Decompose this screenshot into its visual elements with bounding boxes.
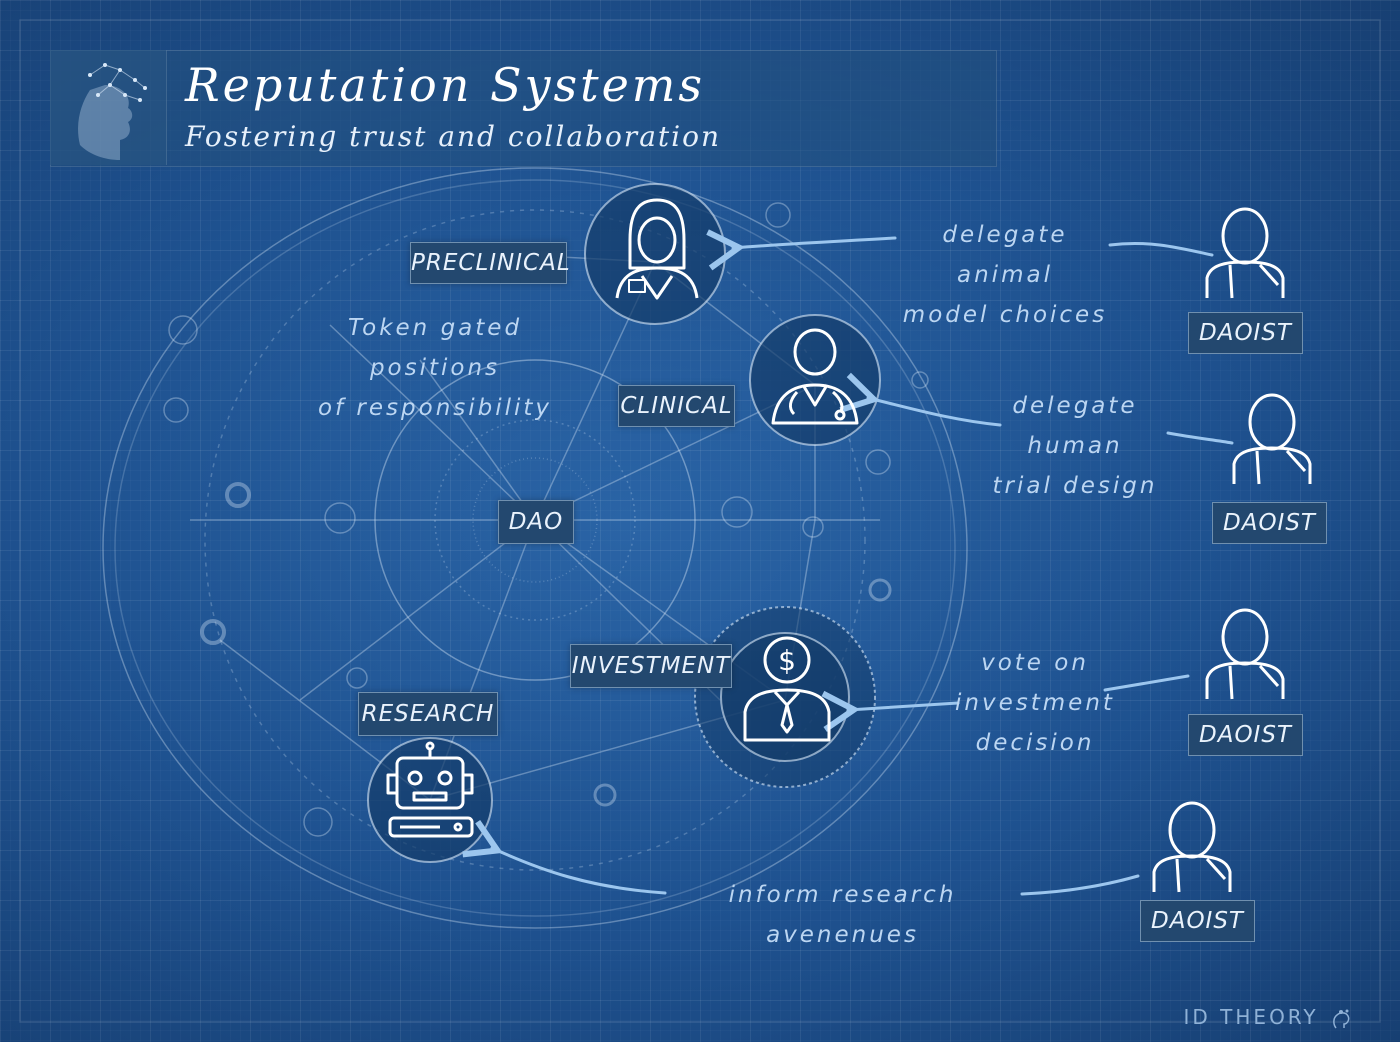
head-network-icon [78,63,147,160]
human-note-line2: trial design [992,473,1158,499]
human-trial-note: delegate human trial design [970,386,1180,506]
brain-head-logo [50,50,167,165]
daoist-person-icon [1205,207,1285,299]
daoist-label: DAOIST [1188,714,1303,756]
doctor-icon [771,328,859,425]
animal-note-line1: delegate animal [942,222,1068,288]
human-note-line1: delegate human [1012,393,1138,459]
daoist-person-icon [1205,608,1285,700]
node-label-dao: DAO [498,500,574,544]
token-note-line1: Token gated positions [347,315,523,381]
vote-note-line2: investment [955,690,1115,716]
investor-icon: $ [743,636,831,742]
node-label-investment: INVESTMENT [570,644,732,688]
page-subtitle: Fostering trust and collaboration [185,120,721,153]
inform-research-note: inform research avenenues [728,882,957,948]
animal-model-note: delegate animal model choices [895,215,1115,335]
animal-note-line2: model choices [902,302,1108,328]
node-label-clinical: CLINICAL [618,385,735,427]
token-note-line2: of responsibility [317,395,553,421]
robot-icon [386,741,474,838]
node-label-preclinical: PRECLINICAL [410,242,570,284]
daoist-label: DAOIST [1212,502,1327,544]
daoist-label: DAOIST [1140,900,1255,942]
scientist-woman-icon [615,198,699,300]
daoist-person-icon [1232,393,1312,485]
brand-footer: ID THEORY [1184,1005,1352,1031]
brand-name: ID THEORY [1183,1004,1319,1029]
daoist-person-icon [1152,801,1232,893]
title-panel [50,50,997,167]
token-gated-note: Token gated positions of responsibility [285,308,585,428]
daoist-label: DAOIST [1188,312,1303,354]
vote-note-line3: decision [975,730,1095,756]
page-title: Reputation Systems [185,58,706,112]
investment-vote-note: vote on investment decision [955,643,1115,763]
tree-head-icon [1328,1006,1352,1030]
node-label-research: RESEARCH [358,692,498,736]
svg-text:$: $ [778,644,796,677]
vote-note-line1: vote on [981,650,1089,676]
